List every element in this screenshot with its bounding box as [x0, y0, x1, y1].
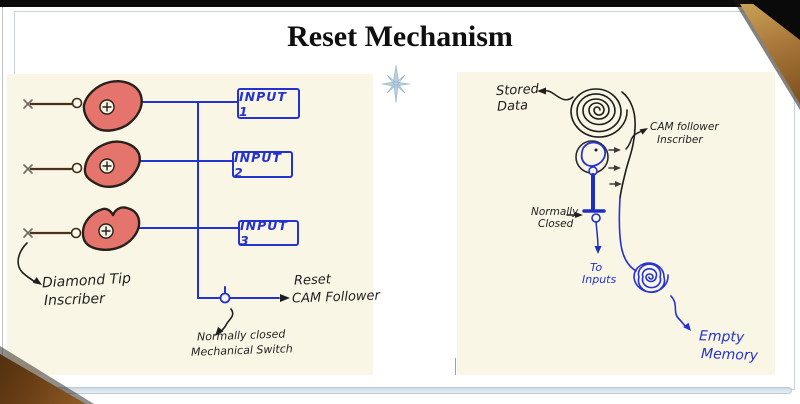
empty-memory-reel-icon [633, 262, 669, 294]
panel-edge-mark [455, 358, 456, 375]
slide-title: Reset Mechanism [287, 20, 513, 53]
reset-label-line1: Reset [293, 272, 332, 289]
switch-label-line1: Normally closed [196, 327, 286, 344]
cam-follower-label-line2: Inscriber [657, 134, 703, 146]
empty-memory-label-line1: Empty [698, 328, 745, 346]
to-inputs-label-line1: To [590, 261, 603, 274]
compass-star-icon [378, 64, 414, 104]
to-inputs-label-line2: Inputs [582, 273, 617, 286]
stylus-arm [29, 102, 74, 235]
window-top-edge [0, 0, 800, 7]
reset-label-line2: CAM Follower [291, 288, 381, 307]
page-left-edge [2, 7, 3, 395]
stored-data-label-line1: Stored [495, 81, 540, 100]
cam-axle-icon [98, 99, 115, 239]
stored-data-reel-icon [570, 88, 628, 138]
reset-circuit-diagram [17, 80, 290, 336]
normally-closed-switch-icon [582, 173, 606, 249]
switch-label-line2: Mechanical Switch [190, 342, 293, 359]
normally-closed-label-line1: Normally [531, 206, 579, 218]
right-diagram-panel [457, 72, 775, 375]
input-2-box: INPUT 2 [232, 150, 293, 180]
input-3-box: INPUT 3 [238, 218, 299, 248]
cam-follower-label-line1: CAM follower [650, 121, 719, 133]
diamond-tip-label-line2: Inscriber [43, 290, 106, 310]
empty-memory-label-line2: Memory [700, 346, 759, 364]
input-1-box: INPUT 1 [237, 88, 300, 119]
window-bottom-bar [20, 387, 792, 394]
stored-data-label-line2: Data [496, 98, 529, 115]
tape-memory-diagram [537, 87, 691, 331]
left-diagram-panel [7, 74, 373, 375]
normally-closed-label-line2: Closed [538, 218, 574, 230]
stylus-tip-x [23, 99, 33, 238]
